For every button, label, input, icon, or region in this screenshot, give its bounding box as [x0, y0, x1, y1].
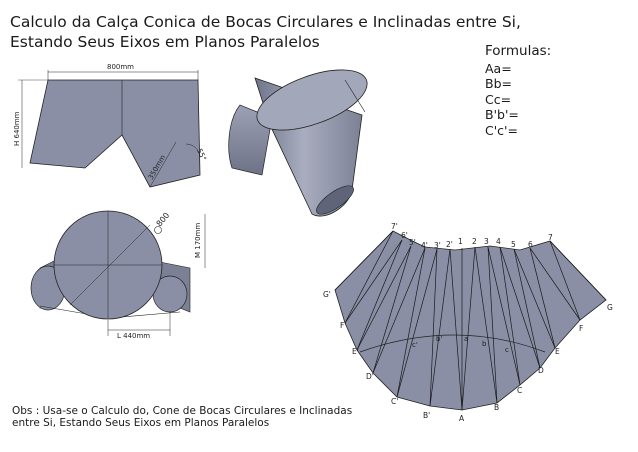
- fold-line: [449, 248, 463, 411]
- front-view: 800mm H 640mm 350mm 55°: [13, 63, 208, 188]
- fold-line: [372, 245, 412, 374]
- formula-c-prime: C'c'=: [485, 122, 518, 138]
- fold-line: [513, 248, 556, 349]
- iso-top-opening: [256, 69, 368, 131]
- pattern-label: B': [423, 411, 430, 420]
- fold-line: [356, 245, 412, 351]
- title-line-2: Estando Seus Eixos em Planos Paralelos: [10, 33, 320, 51]
- formulas-heading: Formulas:: [485, 43, 552, 59]
- formula-aa: Aa=: [485, 60, 512, 76]
- pattern-left-labels: G' F' E' D' C' B': [323, 290, 430, 420]
- flat-pattern: 7' 6' 5' 4' 3' 2' 1 2 3 4 5 6 7 G' F' E'…: [323, 222, 613, 423]
- pattern-label: c: [505, 346, 509, 354]
- fold-line: [334, 230, 394, 291]
- pattern-label: F: [579, 324, 583, 333]
- pattern-label: b: [482, 340, 487, 348]
- dim-diameter: 800: [155, 211, 172, 228]
- pattern-label: 2': [446, 240, 453, 249]
- pattern-inner-labels: c' b' a b c: [412, 335, 509, 354]
- fold-line: [529, 247, 581, 321]
- pattern-label: C: [517, 386, 522, 395]
- dim-width: 800mm: [107, 63, 134, 71]
- pattern-label: D': [366, 372, 374, 381]
- pattern-label: E: [555, 347, 560, 356]
- flat-pattern-inner-arc: [359, 334, 546, 353]
- fold-line: [344, 239, 403, 324]
- pattern-label: G: [607, 303, 613, 312]
- page-title: Calculo da Calça Conica de Bocas Circula…: [10, 12, 521, 52]
- pattern-label: a: [464, 335, 468, 343]
- obs-line-1: Obs : Usa-se o Calculo do, Cone de Bocas…: [12, 405, 353, 417]
- fold-line: [396, 247, 426, 398]
- pattern-label: 3: [484, 237, 489, 246]
- pattern-label: B: [494, 403, 499, 412]
- fold-line: [499, 246, 521, 386]
- pattern-right-labels: G F E D C B A: [459, 303, 613, 423]
- fold-line: [344, 230, 394, 324]
- fold-line: [487, 246, 521, 386]
- pattern-label: 2: [472, 237, 477, 246]
- pattern-label: A: [459, 414, 465, 423]
- pattern-label: c': [412, 341, 418, 349]
- pattern-label: 1: [458, 237, 463, 246]
- pattern-label: 5: [511, 240, 516, 249]
- iso-view: [228, 69, 368, 217]
- pattern-label: E': [352, 347, 359, 356]
- formulas-panel: Formulas: Aa= Bb= Cc= B'b'= C'c'=: [485, 43, 552, 138]
- pattern-label: G': [323, 290, 331, 299]
- pattern-label: 7: [548, 233, 553, 242]
- fold-line: [356, 239, 403, 351]
- fold-line: [513, 248, 541, 369]
- pattern-label: 3': [434, 241, 441, 250]
- fold-line: [549, 240, 581, 321]
- pattern-label: 6: [528, 240, 533, 249]
- fold-line: [372, 247, 426, 374]
- pattern-label: 6': [401, 231, 408, 240]
- formula-bb: Bb=: [485, 76, 512, 91]
- pattern-top-labels: 7' 6' 5' 4' 3' 2' 1 2 3 4 5 6 7: [391, 222, 553, 250]
- title-line-1: Calculo da Calça Conica de Bocas Circula…: [10, 13, 521, 31]
- fold-line: [529, 247, 556, 349]
- formula-b-prime: B'b'=: [485, 107, 519, 122]
- dim-l: L 440mm: [117, 332, 150, 340]
- pattern-label: F': [340, 321, 346, 330]
- formula-cc: Cc=: [485, 91, 512, 107]
- fold-line: [461, 246, 476, 411]
- dim-height: H 640mm: [13, 111, 21, 146]
- flat-pattern-body: [334, 230, 607, 411]
- fold-line: [429, 248, 438, 407]
- pattern-label: D: [538, 366, 544, 375]
- fold-line: [396, 248, 438, 398]
- pattern-label: 5': [409, 238, 416, 247]
- front-view-body: [29, 79, 201, 188]
- fold-line: [499, 246, 541, 369]
- top-view: 800 M 170mm L 440mm: [30, 210, 206, 340]
- pattern-label: C': [391, 397, 398, 406]
- obs-line-2: entre Si, Estando Seus Eixos em Planos P…: [12, 417, 270, 429]
- dim-m: M 170mm: [194, 223, 202, 258]
- fold-line: [429, 248, 451, 407]
- pattern-label: 4': [421, 241, 428, 250]
- fold-line: [474, 246, 498, 404]
- pattern-label: 7': [391, 222, 398, 231]
- fold-line: [487, 246, 498, 404]
- pattern-label: b': [436, 335, 442, 343]
- pattern-label: 4: [496, 237, 501, 246]
- observation-note: Obs : Usa-se o Calculo do, Cone de Bocas…: [12, 405, 382, 429]
- fold-line: [549, 240, 607, 301]
